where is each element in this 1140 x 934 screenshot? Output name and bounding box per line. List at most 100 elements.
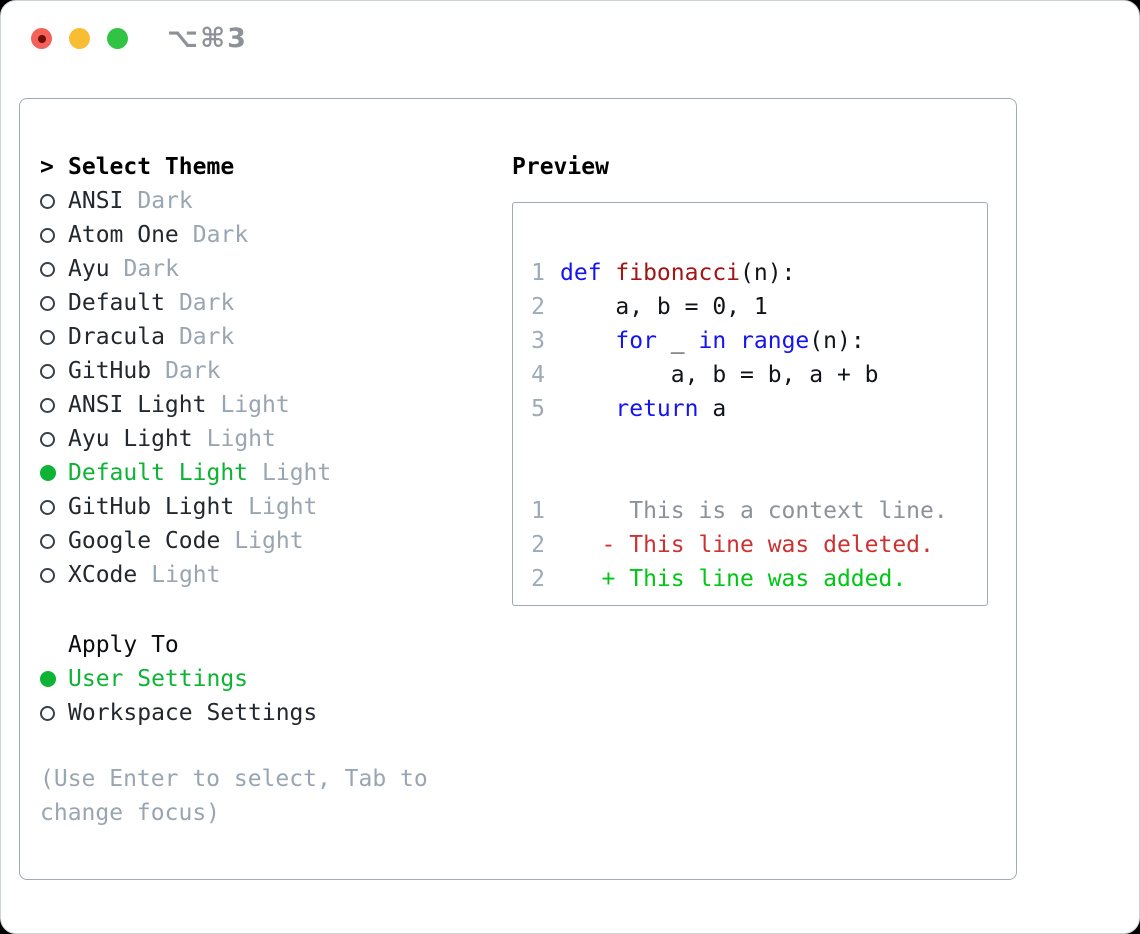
theme-list-header: > Select Theme	[40, 150, 500, 184]
radio-selected-icon	[40, 465, 68, 481]
selection-pointer-icon: >	[40, 154, 54, 180]
code-line: 3 for _ in range(n):	[531, 324, 987, 358]
theme-item[interactable]: ANSI Dark	[40, 184, 500, 218]
item-variant-badge: Dark	[137, 188, 193, 214]
code-token: _	[656, 328, 699, 354]
item-variant-badge: Dark	[165, 358, 221, 384]
code-token: (n):	[809, 328, 865, 354]
apply-to-option[interactable]: Workspace Settings	[40, 696, 500, 730]
line-number: 1	[531, 498, 545, 524]
radio-selected-icon	[40, 671, 68, 687]
hint-line-2: change focus)	[40, 800, 221, 826]
hint-line-1: (Use Enter to select, Tab to	[40, 766, 428, 792]
section-spacer	[40, 730, 500, 762]
code-token: for	[615, 328, 657, 354]
theme-item[interactable]: XCode Light	[40, 558, 500, 592]
window-shortcut-label: ⌥⌘3	[167, 23, 248, 54]
item-label: Workspace Settings	[68, 700, 318, 726]
code-token: range	[740, 328, 810, 354]
item-label: Google Code	[68, 528, 221, 554]
item-variant-badge: Dark	[192, 222, 249, 248]
theme-item[interactable]: GitHub Dark	[40, 354, 500, 388]
line-number: 1	[531, 260, 545, 286]
code-line: 2 a, b = 0, 1	[531, 290, 987, 324]
radio-unselected-icon	[40, 193, 68, 209]
line-number: 3	[531, 328, 545, 354]
radio-unselected-icon	[40, 431, 68, 447]
section-spacer	[40, 592, 500, 628]
close-button[interactable]	[31, 28, 52, 49]
code-token: in	[698, 328, 727, 354]
titlebar: ⌥⌘3	[1, 1, 1139, 98]
code-token: return	[615, 396, 699, 422]
theme-item[interactable]: GitHub Light Light	[40, 490, 500, 524]
radio-unselected-icon	[40, 705, 68, 721]
code-line: 2 + This line was added.	[531, 562, 987, 596]
code-token: This is a context line.	[560, 498, 948, 524]
item-variant-badge: Light	[220, 392, 290, 418]
item-variant-badge: Light	[248, 494, 318, 520]
radio-unselected-icon	[40, 295, 68, 311]
item-label: ANSI	[68, 188, 124, 214]
code-token: a, b = b, a + b	[560, 362, 879, 388]
item-variant-badge: Dark	[123, 256, 179, 282]
item-variant-badge: Light	[151, 562, 221, 588]
apply-to-title: Apply To	[68, 632, 179, 658]
code-token: - This line was deleted.	[560, 532, 934, 558]
line-number: 5	[531, 396, 545, 422]
code-line	[531, 460, 987, 494]
item-variant-badge: Light	[234, 528, 304, 554]
code-token	[726, 328, 740, 354]
radio-unselected-icon	[40, 397, 68, 413]
theme-item[interactable]: Google Code Light	[40, 524, 500, 558]
code-token: a	[698, 396, 727, 422]
item-label: Default Light	[68, 460, 249, 486]
item-variant-badge: Dark	[178, 290, 235, 316]
code-line: 4 a, b = b, a + b	[531, 358, 987, 392]
code-line: 2 - This line was deleted.	[531, 528, 987, 562]
close-active-dot-icon	[37, 34, 46, 43]
code-line	[531, 426, 987, 460]
apply-to-option[interactable]: User Settings	[40, 662, 500, 696]
line-number: 2	[531, 566, 545, 592]
preview-title: Preview	[512, 154, 609, 180]
code-line: 1 This is a context line.	[531, 494, 987, 528]
theme-item[interactable]: Atom One Dark	[40, 218, 500, 252]
item-label: Default	[68, 290, 165, 316]
zoom-button[interactable]	[107, 28, 128, 49]
code-token: (n):	[740, 260, 796, 286]
radio-unselected-icon	[40, 329, 68, 345]
item-label: XCode	[68, 562, 138, 588]
radio-unselected-icon	[40, 533, 68, 549]
line-number: 4	[531, 362, 545, 388]
code-token	[560, 396, 615, 422]
item-label: Atom One	[68, 222, 179, 248]
code-token: def	[560, 260, 616, 286]
radio-unselected-icon	[40, 567, 68, 583]
item-label: Ayu Light	[68, 426, 193, 452]
apply-to-header: Apply To	[40, 628, 500, 662]
code-token	[560, 328, 615, 354]
code-line: 5 return a	[531, 392, 987, 426]
item-label: GitHub	[68, 358, 152, 384]
theme-item[interactable]: Default Dark	[40, 286, 500, 320]
item-label: User Settings	[68, 666, 249, 692]
item-label: Dracula	[68, 324, 165, 350]
minimize-button[interactable]	[69, 28, 90, 49]
radio-unselected-icon	[40, 499, 68, 515]
item-label: GitHub Light	[68, 494, 235, 520]
radio-unselected-icon	[40, 363, 68, 379]
line-number: 2	[531, 294, 545, 320]
radio-unselected-icon	[40, 261, 68, 277]
